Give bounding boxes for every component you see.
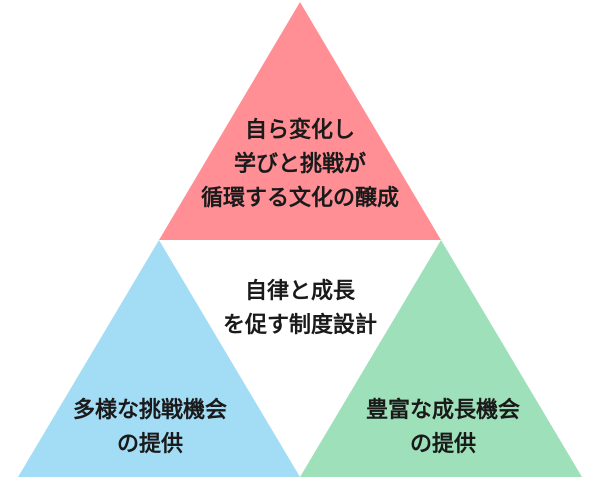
right-label-line-2: の提供 — [409, 432, 476, 457]
left-label-line-1: 多様な挑戦機会 — [72, 398, 227, 423]
top-label-line-1: 自ら変化し — [244, 118, 355, 143]
right-label-line-1: 豊富な成長機会 — [365, 398, 520, 423]
left-triangle — [18, 240, 300, 477]
center-label-line-2: を促す制度設計 — [222, 313, 377, 338]
top-triangle-label: 自ら変化し 学びと挑戦が 循環する文化の醸成 — [175, 114, 425, 216]
top-label-line-3: 循環する文化の醸成 — [200, 186, 399, 211]
left-label-line-2: の提供 — [116, 432, 183, 457]
right-triangle-label: 豊富な成長機会 の提供 — [323, 394, 563, 462]
center-triangle-label: 自律と成長 を促す制度設計 — [195, 275, 405, 343]
top-triangle — [159, 2, 441, 240]
right-triangle — [300, 240, 582, 477]
top-label-line-2: 学びと挑戦が — [233, 152, 366, 177]
left-triangle-label: 多様な挑戦機会 の提供 — [30, 394, 270, 462]
center-label-line-1: 自律と成長 — [244, 279, 355, 304]
